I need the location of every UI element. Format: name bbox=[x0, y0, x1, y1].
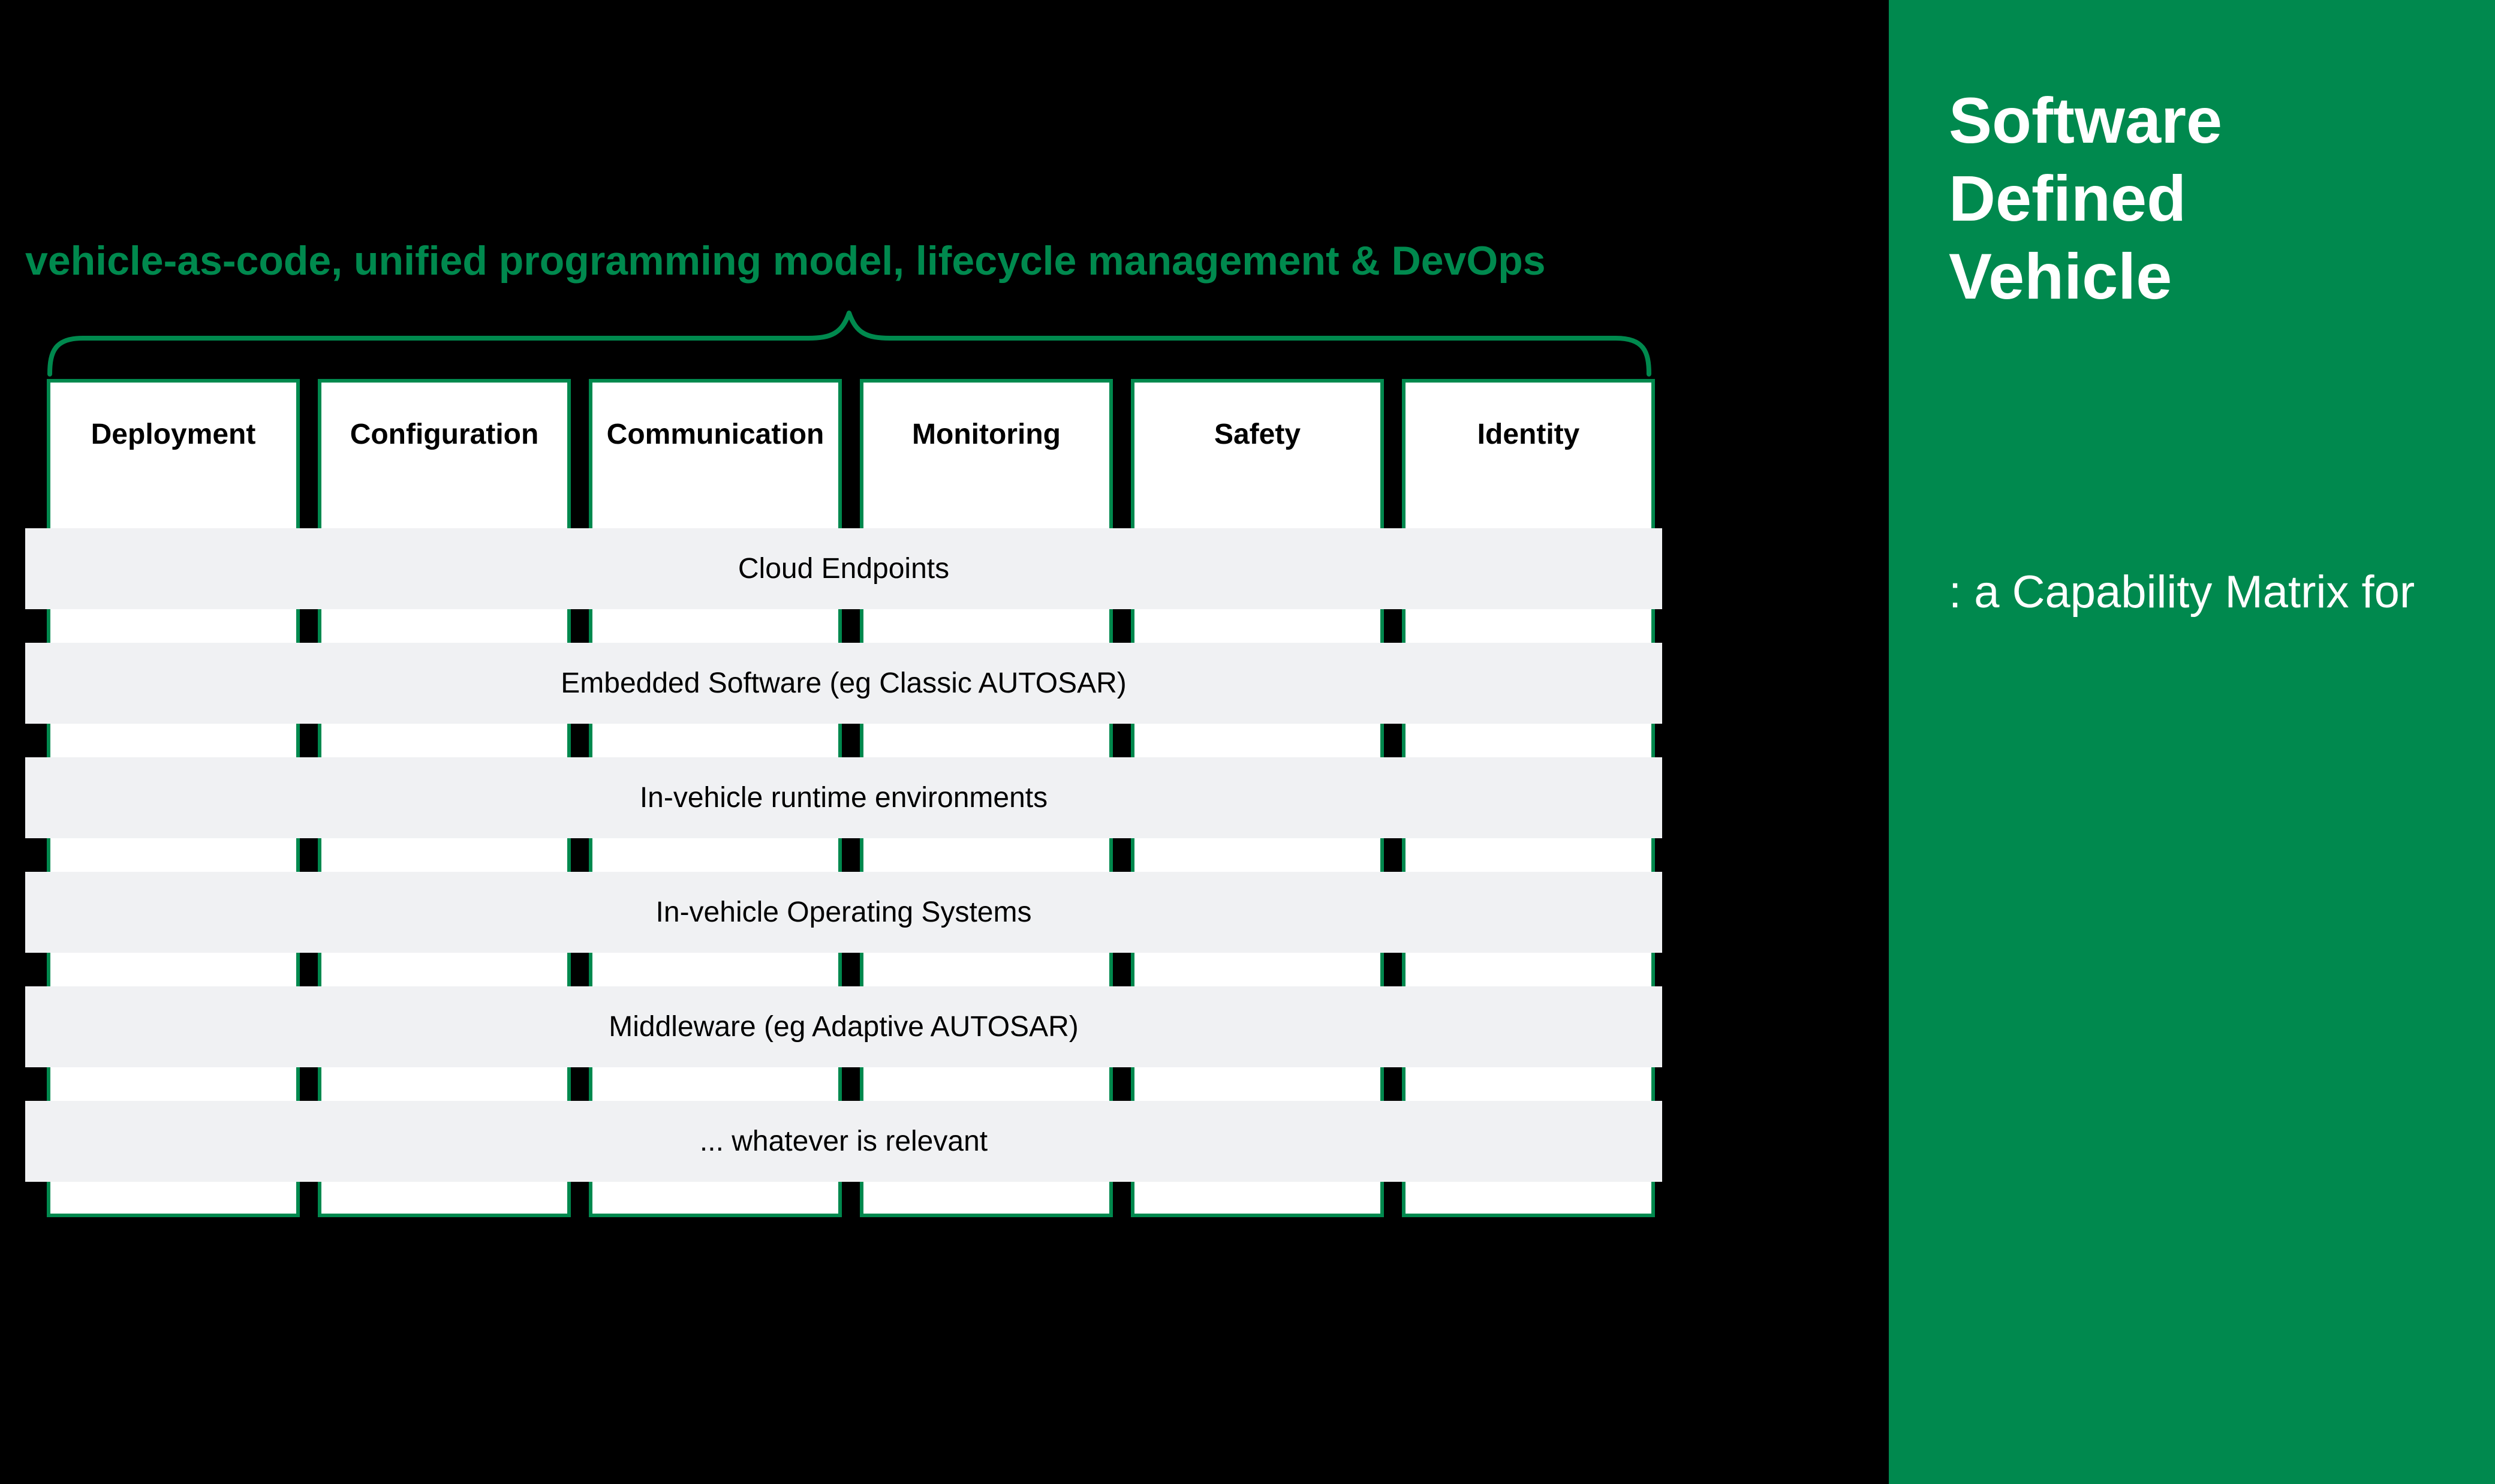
side-panel: Software Defined Vehicle : a Capability … bbox=[1889, 0, 2495, 1484]
panel-subtitle: : a Capability Matrix for bbox=[1949, 567, 2415, 618]
column-header-label: Safety bbox=[1214, 419, 1301, 450]
row-label: Cloud Endpoints bbox=[738, 553, 950, 585]
column-header-label: Communication bbox=[606, 419, 824, 450]
column-header-label: Identity bbox=[1477, 419, 1580, 450]
matrix-row: Cloud Endpoints bbox=[25, 528, 1662, 609]
row-label: ... whatever is relevant bbox=[699, 1125, 988, 1157]
column-header-label: Configuration bbox=[350, 419, 539, 450]
matrix-row: Embedded Software (eg Classic AUTOSAR) bbox=[25, 643, 1662, 724]
row-label: Middleware (eg Adaptive AUTOSAR) bbox=[609, 1011, 1079, 1043]
brace-icon bbox=[47, 311, 1651, 377]
row-label: In-vehicle runtime environments bbox=[639, 782, 1048, 814]
matrix-row: ... whatever is relevant bbox=[25, 1101, 1662, 1182]
row-label: Embedded Software (eg Classic AUTOSAR) bbox=[561, 667, 1127, 699]
capabilities-heading: vehicle-as-code, unified programming mod… bbox=[25, 238, 1546, 284]
column-header-label: Deployment bbox=[91, 419, 256, 450]
column-header-label: Monitoring bbox=[912, 419, 1061, 450]
row-label: In-vehicle Operating Systems bbox=[655, 896, 1032, 928]
matrix-row: In-vehicle runtime environments bbox=[25, 757, 1662, 838]
matrix-row: Middleware (eg Adaptive AUTOSAR) bbox=[25, 986, 1662, 1067]
panel-title: Software Defined Vehicle bbox=[1949, 84, 2223, 312]
matrix-row: In-vehicle Operating Systems bbox=[25, 872, 1662, 953]
